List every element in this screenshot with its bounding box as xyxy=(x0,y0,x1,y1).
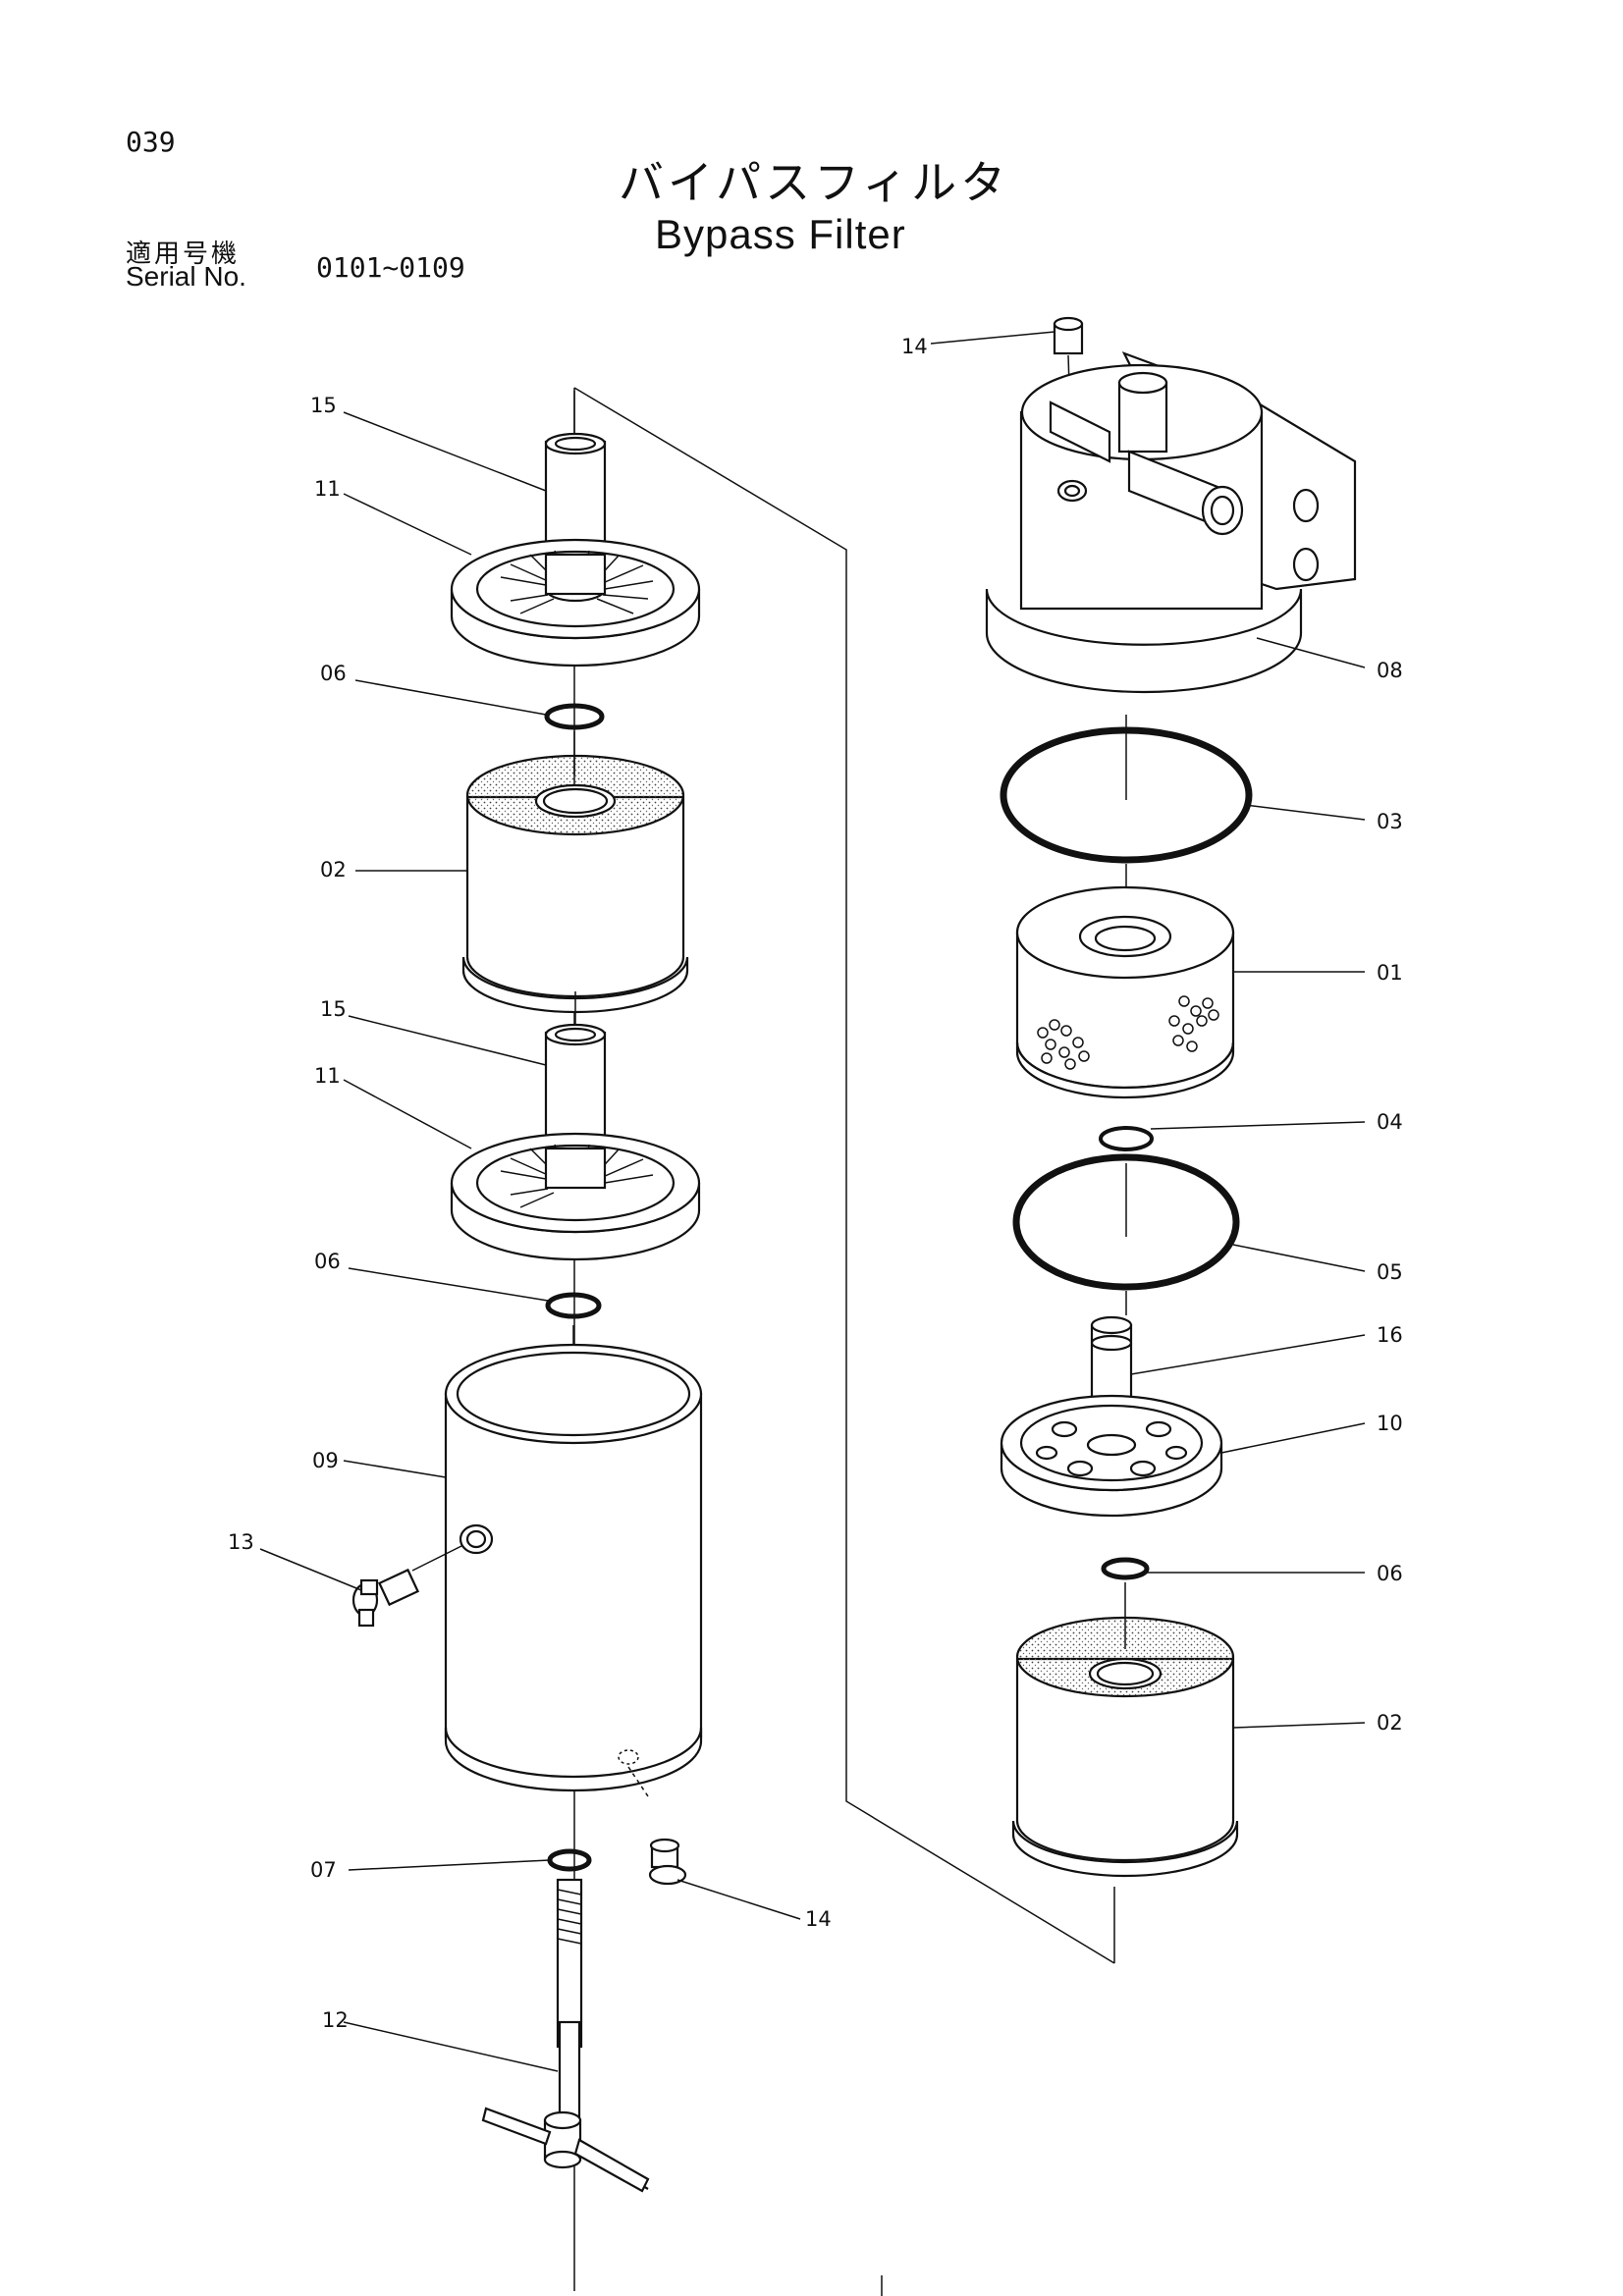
callout-16: 16 xyxy=(1377,1323,1403,1347)
callout-02-right: 02 xyxy=(1377,1711,1403,1735)
filter-element-01 xyxy=(1015,885,1235,1099)
callout-14-top: 14 xyxy=(901,335,928,358)
assembly-guide-line xyxy=(573,387,1115,1964)
callout-13: 13 xyxy=(228,1530,254,1554)
callout-03: 03 xyxy=(1377,810,1403,833)
filter-element-02-right xyxy=(1011,1616,1239,1878)
callout-05: 05 xyxy=(1377,1260,1403,1284)
callout-11-top: 11 xyxy=(314,477,341,501)
callout-10: 10 xyxy=(1377,1412,1403,1435)
callout-06-right: 06 xyxy=(1377,1562,1403,1585)
callout-11-bottom: 11 xyxy=(314,1064,341,1088)
callout-04: 04 xyxy=(1377,1110,1403,1134)
center-bolt-12 xyxy=(481,1878,650,2193)
callout-07: 07 xyxy=(310,1858,337,1882)
serial-label-japanese: 適用号機 xyxy=(126,240,241,269)
serial-range: 0101~0109 xyxy=(316,251,465,284)
serial-label-english: Serial No. xyxy=(126,261,246,292)
callout-14-lower: 14 xyxy=(805,1907,832,1931)
callout-02-left: 02 xyxy=(320,858,347,881)
callout-06-top: 06 xyxy=(320,662,347,685)
callout-06-middle: 06 xyxy=(314,1250,341,1273)
plate-10 xyxy=(1000,1394,1223,1518)
callout-08: 08 xyxy=(1377,659,1403,682)
filter-head-08 xyxy=(985,351,1357,694)
o-ring-04 xyxy=(1099,1126,1154,1151)
callout-15-bottom: 15 xyxy=(320,997,347,1021)
o-ring-07 xyxy=(547,1848,592,1872)
leader-lines xyxy=(259,331,1366,2072)
filter-case-09 xyxy=(444,1343,703,1797)
title-japanese: バイパスフィルタ xyxy=(619,156,1010,209)
filter-element-02-left xyxy=(461,754,689,1014)
callout-12: 12 xyxy=(322,2008,349,2032)
callout-09: 09 xyxy=(312,1449,339,1472)
spacer-disc-11-top xyxy=(450,538,701,667)
callout-01: 01 xyxy=(1377,961,1403,985)
title-english: Bypass Filter xyxy=(655,211,906,257)
plug-14-lower xyxy=(648,1838,687,1886)
drain-cock-13 xyxy=(352,1545,462,1628)
callout-15-top: 15 xyxy=(310,394,337,417)
spacer-disc-11-bottom xyxy=(450,1132,701,1261)
o-ring-05 xyxy=(1012,1153,1240,1315)
page-number: 039 xyxy=(126,126,176,158)
